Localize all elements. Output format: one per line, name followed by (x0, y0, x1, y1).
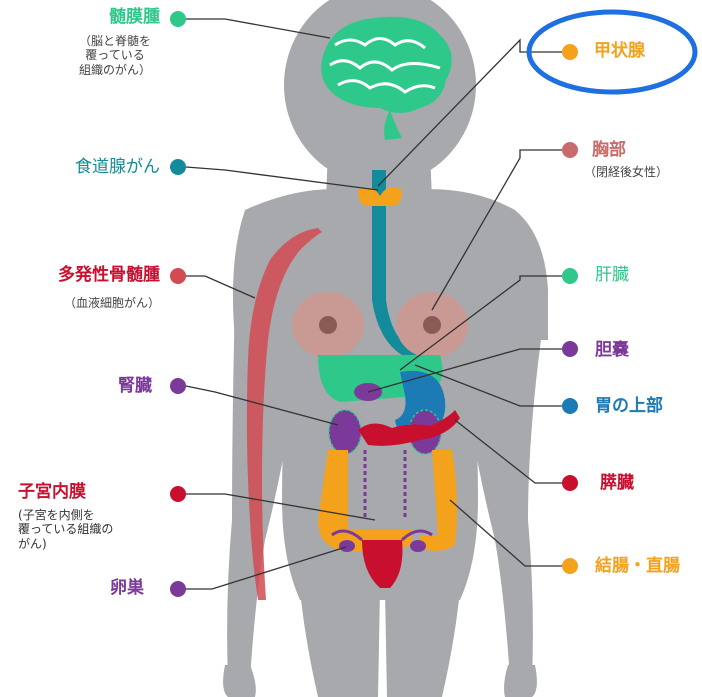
label-breast: 胸部 (592, 140, 626, 160)
label-liver: 肝臓 (595, 265, 629, 285)
label-kidney: 腎臓 (118, 376, 152, 396)
label-thyroid: 甲状腺 (594, 41, 645, 61)
dot-meningioma (170, 11, 186, 27)
dot-colorectum (562, 558, 578, 574)
dot-ovary (170, 581, 186, 597)
dot-myeloma (170, 268, 186, 284)
label-stomach: 胃の上部 (595, 396, 663, 416)
label-myeloma: 多発性骨髄腫 (58, 265, 160, 285)
dot-gallbladder (562, 341, 578, 357)
label-endometrium-note: (子宮を内側を 覆っている組織の がん) (18, 508, 148, 551)
ovary-left (339, 540, 355, 552)
label-myeloma-note: （血液細胞がん） (64, 296, 160, 310)
label-esophagus: 食道腺がん (75, 157, 160, 177)
dot-kidney (170, 378, 186, 394)
dot-endometrium (170, 486, 186, 502)
label-meningioma: 髄膜腫 (109, 7, 160, 27)
dot-pancreas (562, 475, 578, 491)
dot-breast (562, 142, 578, 158)
label-endometrium: 子宮内膜 (18, 482, 86, 502)
ovary-right (410, 540, 426, 552)
label-gallbladder: 胆嚢 (595, 340, 629, 360)
dot-liver (562, 268, 578, 284)
label-ovary: 卵巣 (110, 578, 144, 598)
kidney-left (329, 410, 361, 454)
dot-stomach (562, 398, 578, 414)
dot-esophagus (170, 159, 186, 175)
label-meningioma-note: （脳と脊髄を 覆っている 組織のがん） (60, 34, 170, 77)
label-breast-note: （閉経後女性） (584, 165, 668, 179)
label-colorectum: 結腸・直腸 (595, 556, 680, 576)
label-pancreas: 膵臓 (600, 473, 634, 493)
dot-thyroid (562, 44, 578, 60)
